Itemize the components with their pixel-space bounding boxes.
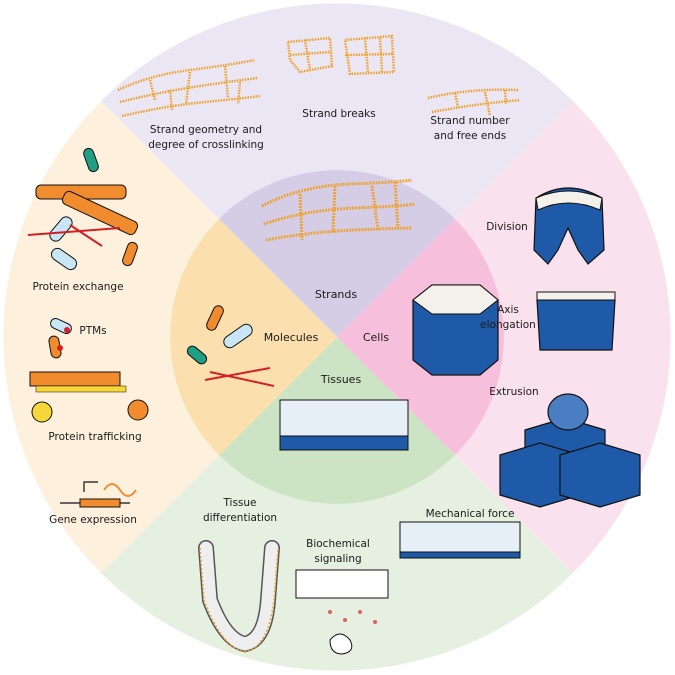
- strand-number-illustration: [427, 88, 521, 117]
- label-protein-trafficking: Protein trafficking: [48, 431, 141, 443]
- ptms-illustration: [48, 317, 72, 359]
- label-strand-number-line2: and free ends: [434, 130, 506, 142]
- label-molecules: Molecules: [264, 331, 319, 344]
- inner-strands: [219, 170, 455, 337]
- label-ptms: PTMs: [79, 325, 106, 337]
- label-tissue-diff-line2: differentiation: [203, 512, 277, 524]
- label-strand-breaks: Strand breaks: [302, 108, 375, 120]
- label-strand-geometry-line2: degree of crosslinking: [148, 139, 264, 151]
- tissue-sheet-illustration: [279, 399, 409, 451]
- molecules-illustration: [186, 305, 275, 387]
- label-axis-line1: Axis: [497, 304, 519, 316]
- axis-elongation-cell-illustration: [536, 291, 616, 351]
- label-mechanical-force: Mechanical force: [426, 508, 515, 520]
- quadrant-strands: [101, 3, 573, 337]
- label-gene-expression: Gene expression: [49, 514, 137, 526]
- inner-molecules: [170, 219, 337, 455]
- tissue-differentiation-illustration: [198, 540, 280, 653]
- biochemical-signaling-illustration: [295, 569, 389, 655]
- label-axis-line2: elongation: [480, 319, 536, 331]
- strand-network-inner: [261, 178, 416, 242]
- label-biochemical-line1: Biochemical: [306, 538, 370, 550]
- label-strand-geometry-line1: Strand geometry and: [150, 124, 262, 136]
- label-extrusion: Extrusion: [489, 386, 538, 398]
- label-strand-number-line1: Strand number: [430, 115, 510, 127]
- label-tissues: Tissues: [320, 373, 362, 386]
- gene-expression-illustration: [60, 481, 137, 508]
- label-strands: Strands: [315, 288, 358, 301]
- strand-breaks-illustration: [286, 34, 396, 76]
- label-biochemical-line2: signaling: [314, 553, 361, 565]
- label-division: Division: [486, 221, 528, 233]
- strand-network-outer-left: [117, 58, 261, 118]
- hexagonal-cell-illustration: [412, 284, 499, 376]
- mechanical-force-illustration: [399, 521, 521, 559]
- division-cells-illustration: [533, 187, 605, 265]
- label-cells: Cells: [363, 331, 390, 344]
- protein-trafficking-illustration: [29, 371, 149, 423]
- label-protein-exchange: Protein exchange: [32, 281, 123, 293]
- extrusion-cells-illustration: [499, 393, 641, 508]
- label-tissue-diff-line1: Tissue: [222, 497, 256, 509]
- protein-exchange-illustration: [27, 147, 139, 271]
